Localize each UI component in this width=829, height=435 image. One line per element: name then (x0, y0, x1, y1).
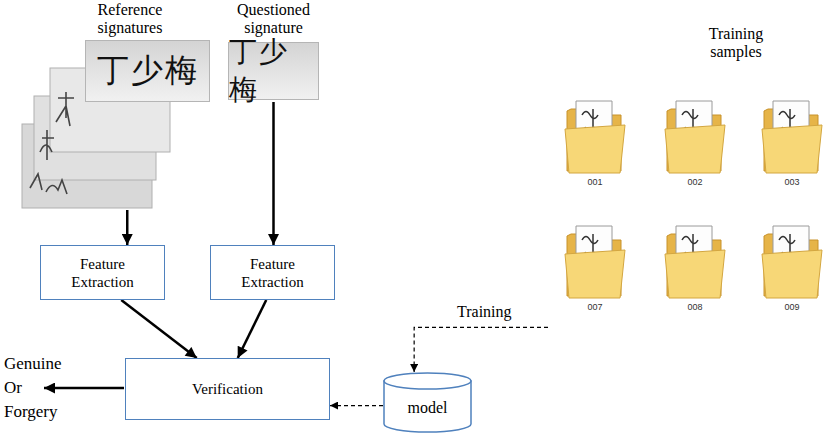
box-label: Feature Extraction (53, 255, 153, 291)
cylinder-top (384, 373, 471, 389)
text: Feature Extraction (241, 256, 303, 290)
box-label: Verification (192, 379, 263, 399)
text: Genuine Or Forgery (4, 354, 62, 421)
text: 丁少梅 (229, 33, 318, 109)
text: model (408, 399, 448, 416)
text: Questioned signature (237, 1, 310, 36)
text: 003 (784, 177, 799, 187)
folder-number: 002 (663, 177, 727, 188)
folder-illustration (760, 222, 824, 300)
text: Feature Extraction (71, 256, 133, 290)
handwriting-stroke (40, 130, 54, 160)
text: Verification (192, 381, 263, 397)
signature-title: Questioned signature (226, 1, 321, 37)
text: 丁少梅 (97, 49, 199, 93)
folder-illustration (663, 222, 727, 300)
flow-arrow (272, 102, 275, 245)
text: 009 (784, 302, 799, 312)
folder-number: 007 (563, 302, 627, 313)
stack-title: Reference signatures (75, 1, 185, 37)
folder-part (665, 250, 725, 298)
folder-icon: 003 (760, 97, 824, 192)
text: 001 (587, 177, 602, 187)
folder-illustration (760, 97, 824, 175)
flow-arrow (126, 210, 129, 245)
process-box: Verification (125, 358, 330, 420)
edge-label: Training (455, 302, 514, 321)
text: 007 (587, 302, 602, 312)
text: Reference signatures (98, 1, 163, 36)
text: Training (457, 303, 512, 320)
signature-card: 丁少梅 (228, 42, 319, 100)
model-cylinder: model (383, 372, 472, 433)
folder-icon: 008 (663, 222, 727, 317)
box-label: Feature Extraction (223, 255, 323, 291)
output-label: Genuine Or Forgery (4, 352, 68, 424)
training-samples-group: Training samples 001 002 003 007 008 009 (548, 25, 826, 340)
questioned-signature: Questioned signature 丁少梅 (226, 2, 321, 102)
output-arrow (44, 387, 124, 390)
folder-part (565, 250, 625, 298)
folder-number: 009 (760, 302, 824, 313)
handwriting-stroke (56, 92, 74, 126)
handwriting-stroke (30, 174, 67, 194)
folder-part (565, 125, 625, 173)
reference-signature-stack: Reference signatures 丁少梅 (20, 2, 215, 210)
process-box: Feature Extraction (210, 245, 335, 300)
text: Training samples (709, 25, 764, 60)
folder-part (665, 125, 725, 173)
cylinder-label: model (383, 398, 472, 418)
folder-icon: 007 (563, 222, 627, 317)
folder-illustration (563, 222, 627, 300)
dashed-arrow (414, 327, 548, 372)
group-title: Training samples (686, 25, 786, 61)
folder-icon: 001 (563, 97, 627, 192)
folder-icon: 002 (663, 97, 727, 192)
folder-number: 003 (760, 177, 824, 188)
signature-card: 丁少梅 (85, 40, 210, 102)
flow-arrow (238, 300, 267, 358)
flow-arrow (121, 300, 197, 358)
text: 008 (687, 302, 702, 312)
folder-part (762, 250, 822, 298)
folder-illustration (663, 97, 727, 175)
text: 002 (687, 177, 702, 187)
dashed-arrow (330, 405, 383, 406)
folder-number: 008 (663, 302, 727, 313)
folder-number: 001 (563, 177, 627, 188)
process-box: Feature Extraction (40, 245, 165, 300)
folder-illustration (563, 97, 627, 175)
folder-icon: 009 (760, 222, 824, 317)
folder-part (762, 125, 822, 173)
